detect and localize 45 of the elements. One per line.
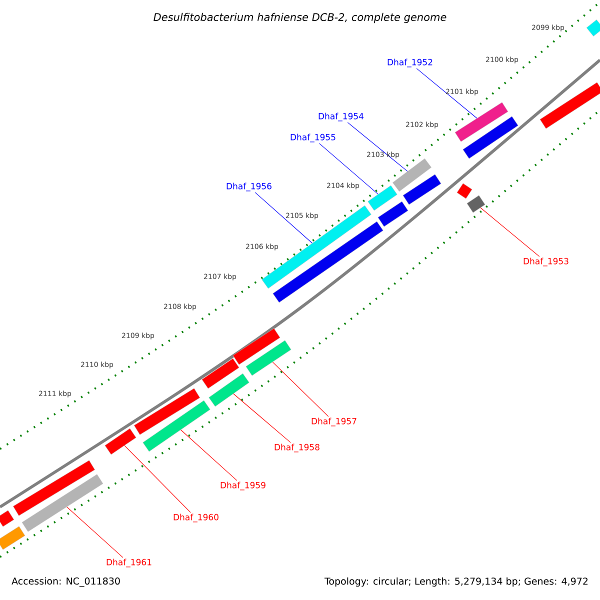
gene-bar bbox=[540, 82, 600, 129]
gene-bar bbox=[586, 20, 600, 36]
gene-label: Dhaf_1955 bbox=[290, 134, 336, 142]
gene-bar bbox=[142, 400, 210, 452]
leader-line bbox=[254, 192, 312, 244]
leader-line bbox=[124, 445, 191, 513]
gene-label: Dhaf_1959 bbox=[220, 482, 266, 490]
footer-text: Accession: NC_011830 bbox=[12, 577, 120, 587]
leader-line bbox=[180, 430, 238, 481]
footer-text: Topology: circular; Length: 5,279,134 bp; Genes: 4,972 bbox=[324, 577, 588, 587]
gene-bar bbox=[246, 340, 292, 376]
gene-label: Dhaf_1953 bbox=[524, 258, 568, 266]
gene-label: Dhaf_1957 bbox=[312, 418, 356, 426]
gene-bar bbox=[466, 195, 486, 213]
gene-bar bbox=[392, 158, 432, 192]
gene-label: Dhaf_1958 bbox=[274, 444, 320, 452]
gene-label: Dhaf_1960 bbox=[174, 514, 218, 522]
gene-bar bbox=[456, 183, 472, 199]
gene-bar bbox=[0, 510, 14, 527]
gene-bar bbox=[202, 358, 240, 389]
leader-line bbox=[480, 207, 540, 257]
gene-bar bbox=[368, 185, 398, 211]
leader-line bbox=[66, 506, 124, 558]
gene-label: Dhaf_1956 bbox=[226, 182, 272, 192]
title: Desulfitobacterium hafniense DCB-2, complete genome bbox=[154, 12, 446, 24]
gene-bar bbox=[262, 205, 372, 289]
gene-bar bbox=[232, 328, 280, 365]
gene-bar bbox=[22, 474, 104, 532]
gene-bar bbox=[402, 174, 442, 205]
leader-line bbox=[319, 143, 378, 194]
gene-bar bbox=[208, 373, 250, 407]
gene-bar bbox=[0, 526, 26, 550]
leader-line bbox=[416, 68, 478, 119]
gene-bar bbox=[462, 116, 518, 159]
leader-line bbox=[233, 394, 291, 443]
leader-line bbox=[347, 122, 408, 172]
leader-line bbox=[272, 362, 329, 417]
gene-bar bbox=[454, 102, 508, 142]
gene-label: Dhaf_1961 bbox=[106, 558, 152, 568]
gene-label: Dhaf_1954 bbox=[318, 112, 364, 122]
gene-bar bbox=[134, 388, 200, 435]
gene-bar bbox=[378, 201, 408, 227]
gene-bar bbox=[104, 428, 136, 455]
gene-bar bbox=[13, 460, 95, 516]
gene-label: Dhaf_1952 bbox=[388, 58, 432, 68]
